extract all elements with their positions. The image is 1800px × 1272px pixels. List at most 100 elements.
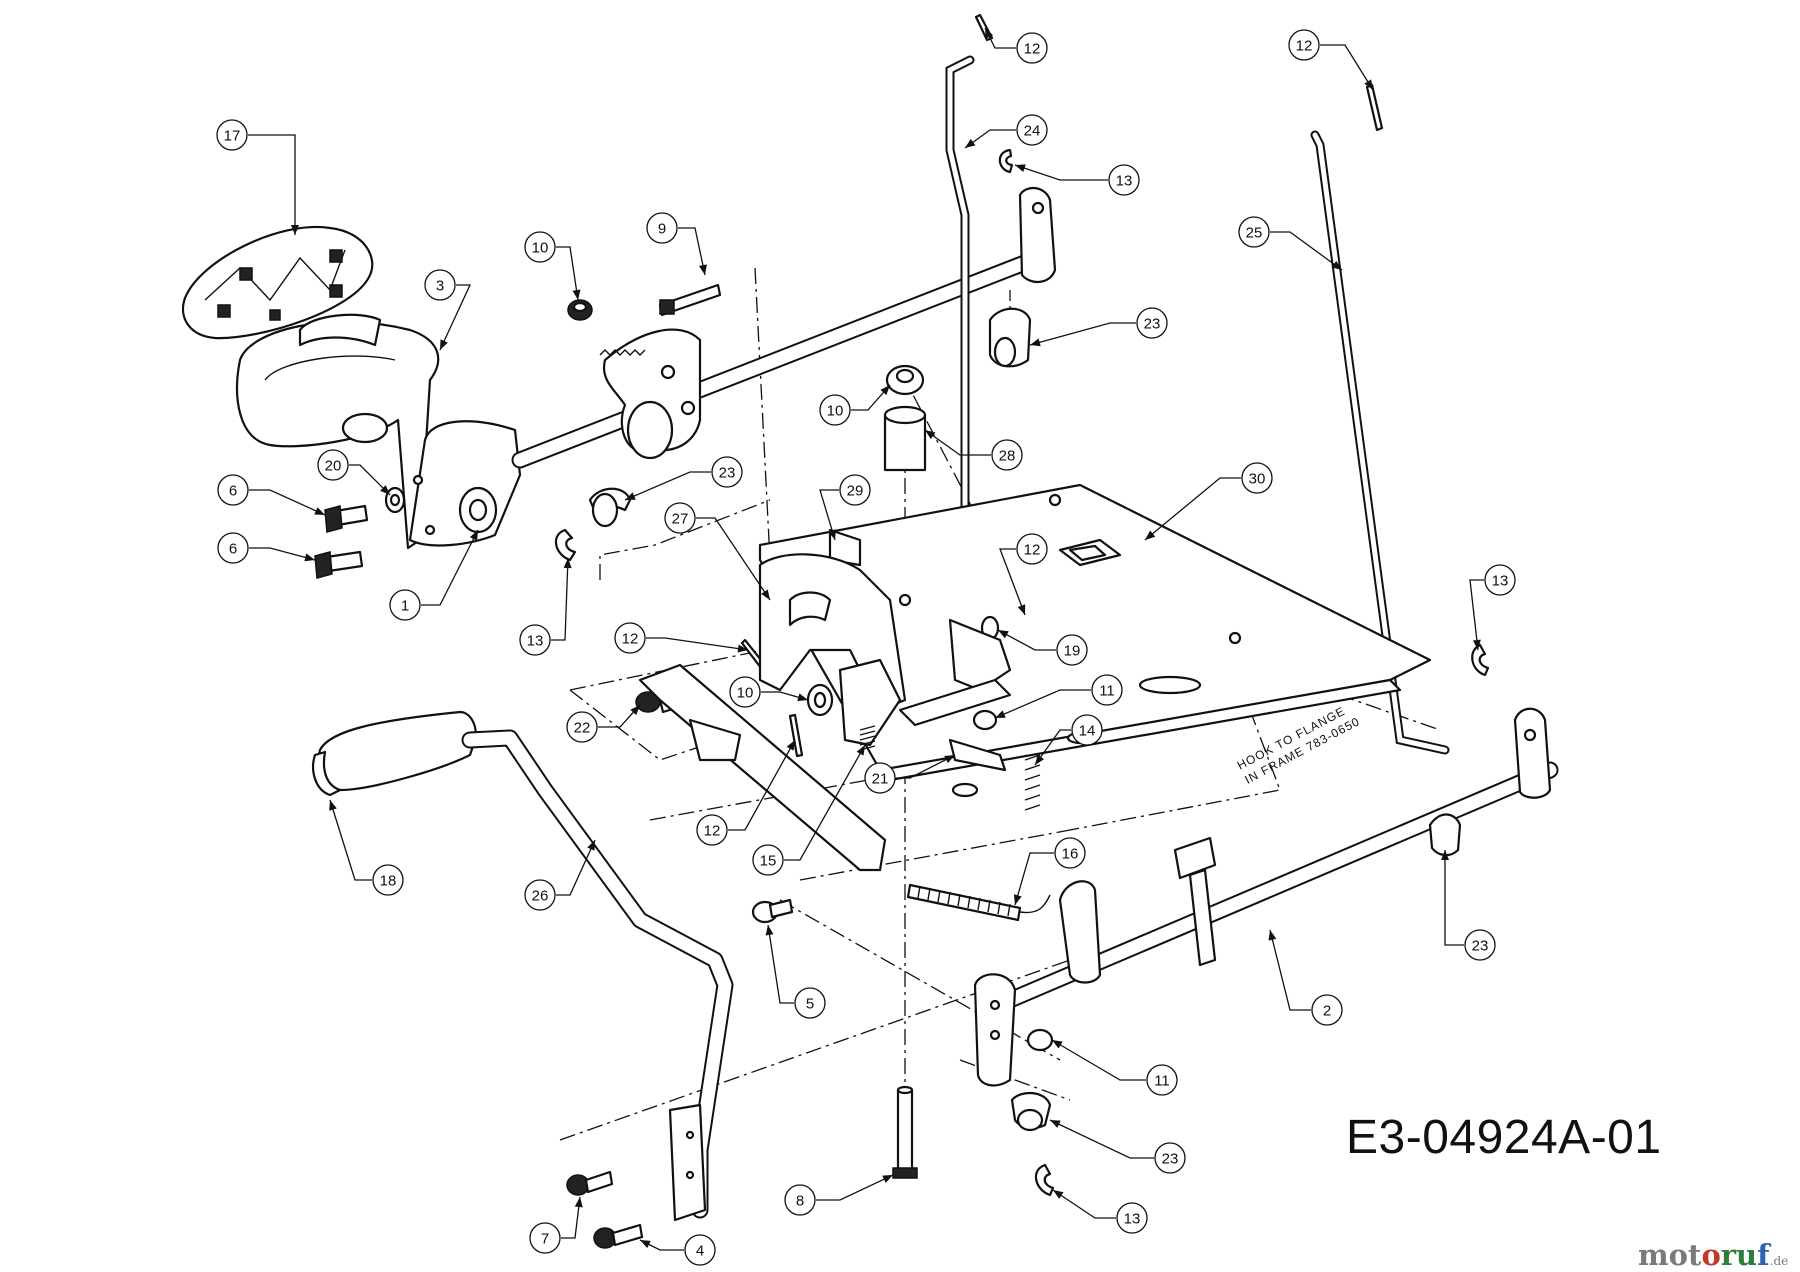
callout-arrowhead <box>291 225 299 235</box>
callout-arrowhead <box>1441 850 1449 860</box>
callout-circle <box>372 864 404 896</box>
callout-arrowhead <box>1015 164 1026 172</box>
callout-24: 24 <box>964 114 1048 149</box>
callout-arrowhead <box>469 530 478 541</box>
callout-arrowhead <box>1030 338 1041 347</box>
part-12-pin-lower <box>788 713 804 758</box>
callout-leader <box>784 744 866 861</box>
callout-arrowhead <box>304 553 315 562</box>
callout-circle <box>1016 32 1048 64</box>
callout-leader <box>1469 579 1484 651</box>
part-3-pedal <box>236 313 440 550</box>
part-9-sector <box>599 283 722 460</box>
callout-circle <box>1288 29 1320 61</box>
callout-arrowhead <box>572 289 581 300</box>
callout-number: 29 <box>847 483 864 500</box>
callout-arrowhead <box>1472 639 1481 650</box>
callout-number: 12 <box>1024 41 1041 58</box>
callout-leader <box>1029 322 1136 346</box>
callout-number: 23 <box>1162 1151 1179 1168</box>
callout-number: 12 <box>704 823 721 840</box>
callout-leader <box>1052 1189 1116 1219</box>
callout-number: 1 <box>401 598 409 615</box>
callout-leader <box>1270 231 1343 271</box>
callout-leader <box>964 129 1016 149</box>
part-23-bushing-top <box>988 307 1032 368</box>
callout-circle <box>646 212 678 244</box>
callout-leader <box>249 489 326 516</box>
callout-number: 26 <box>532 888 549 905</box>
callout-leader <box>1051 1039 1146 1081</box>
callout-leader <box>1269 929 1311 1011</box>
callout-12: 12 <box>1288 29 1374 91</box>
callout-leader <box>696 517 771 601</box>
callout-26: 26 <box>524 839 596 911</box>
part-12-pin-right <box>1365 83 1384 132</box>
lower-shaft-arm-mid <box>1058 880 1102 984</box>
callout-13: 13 <box>1052 1189 1148 1234</box>
callout-circle <box>729 676 761 708</box>
callout-circle <box>1311 994 1343 1026</box>
callout-20: 20 <box>317 449 391 496</box>
callout-leader <box>439 284 472 351</box>
callout-1: 1 <box>389 529 479 621</box>
callout-circle <box>1241 462 1273 494</box>
callout-18: 18 <box>329 799 404 896</box>
part-21-lever <box>948 738 1007 772</box>
callout-number: 13 <box>1124 1211 1141 1228</box>
callout-25: 25 <box>1238 216 1343 271</box>
watermark-logo: motoruf.de <box>1638 1238 1789 1272</box>
callout-leader <box>249 547 316 561</box>
callout-number: 6 <box>229 483 237 500</box>
callout-number: 28 <box>999 448 1016 465</box>
callout-circle <box>1116 1202 1148 1234</box>
callout-leader <box>1444 850 1464 946</box>
callout-13: 13 <box>519 557 572 656</box>
part-4-bolt <box>593 1223 644 1249</box>
part-25-rod <box>1310 130 1450 755</box>
callout-number: 17 <box>224 128 241 145</box>
callout-arrowhead <box>856 745 865 756</box>
callout-6: 6 <box>217 532 316 564</box>
callout-number: 24 <box>1024 123 1041 140</box>
callout-circle <box>424 269 456 301</box>
callout-circle <box>317 449 349 481</box>
callout-circle <box>752 844 784 876</box>
callout-arrowhead <box>1145 530 1156 540</box>
part-11-pin-upper <box>972 709 998 731</box>
part-30-frame <box>758 483 1432 798</box>
callout-leader <box>421 529 479 606</box>
callout-circle <box>864 762 896 794</box>
part-18-grip <box>312 710 477 797</box>
part-5-bolt <box>751 898 794 924</box>
callout-10: 10 <box>729 676 809 708</box>
callout-23: 23 <box>1049 1119 1186 1174</box>
callout-number: 12 <box>622 631 639 648</box>
callout-leader <box>1320 44 1374 91</box>
callout-29: 29 <box>819 474 871 541</box>
part-7-bolt <box>566 1170 614 1196</box>
callout-number: 20 <box>325 458 342 475</box>
callout-number: 13 <box>1116 173 1133 190</box>
callout-number: 30 <box>1249 471 1266 488</box>
callout-number: 13 <box>527 633 544 650</box>
callout-arrowhead <box>995 710 1006 718</box>
callout-number: 10 <box>827 403 844 420</box>
callout-leader <box>1014 164 1108 181</box>
callout-arrowhead <box>880 385 890 396</box>
callout-number: 6 <box>229 541 237 558</box>
callout-leader <box>1049 1119 1154 1159</box>
callout-number: 21 <box>872 771 889 788</box>
callout-number: 23 <box>719 465 736 482</box>
callout-arrowhead <box>1052 1040 1063 1049</box>
callout-leader <box>624 471 711 501</box>
callout-leader <box>997 629 1056 651</box>
lower-shaft-bracket-right <box>1513 707 1552 799</box>
callout-12: 12 <box>614 622 749 654</box>
upper-shaft-end-bracket <box>1018 187 1057 283</box>
callout-leader <box>984 27 1016 49</box>
callout-leader <box>896 754 956 779</box>
callout-number: 3 <box>436 278 444 295</box>
part-6-bolt-upper <box>324 504 369 533</box>
